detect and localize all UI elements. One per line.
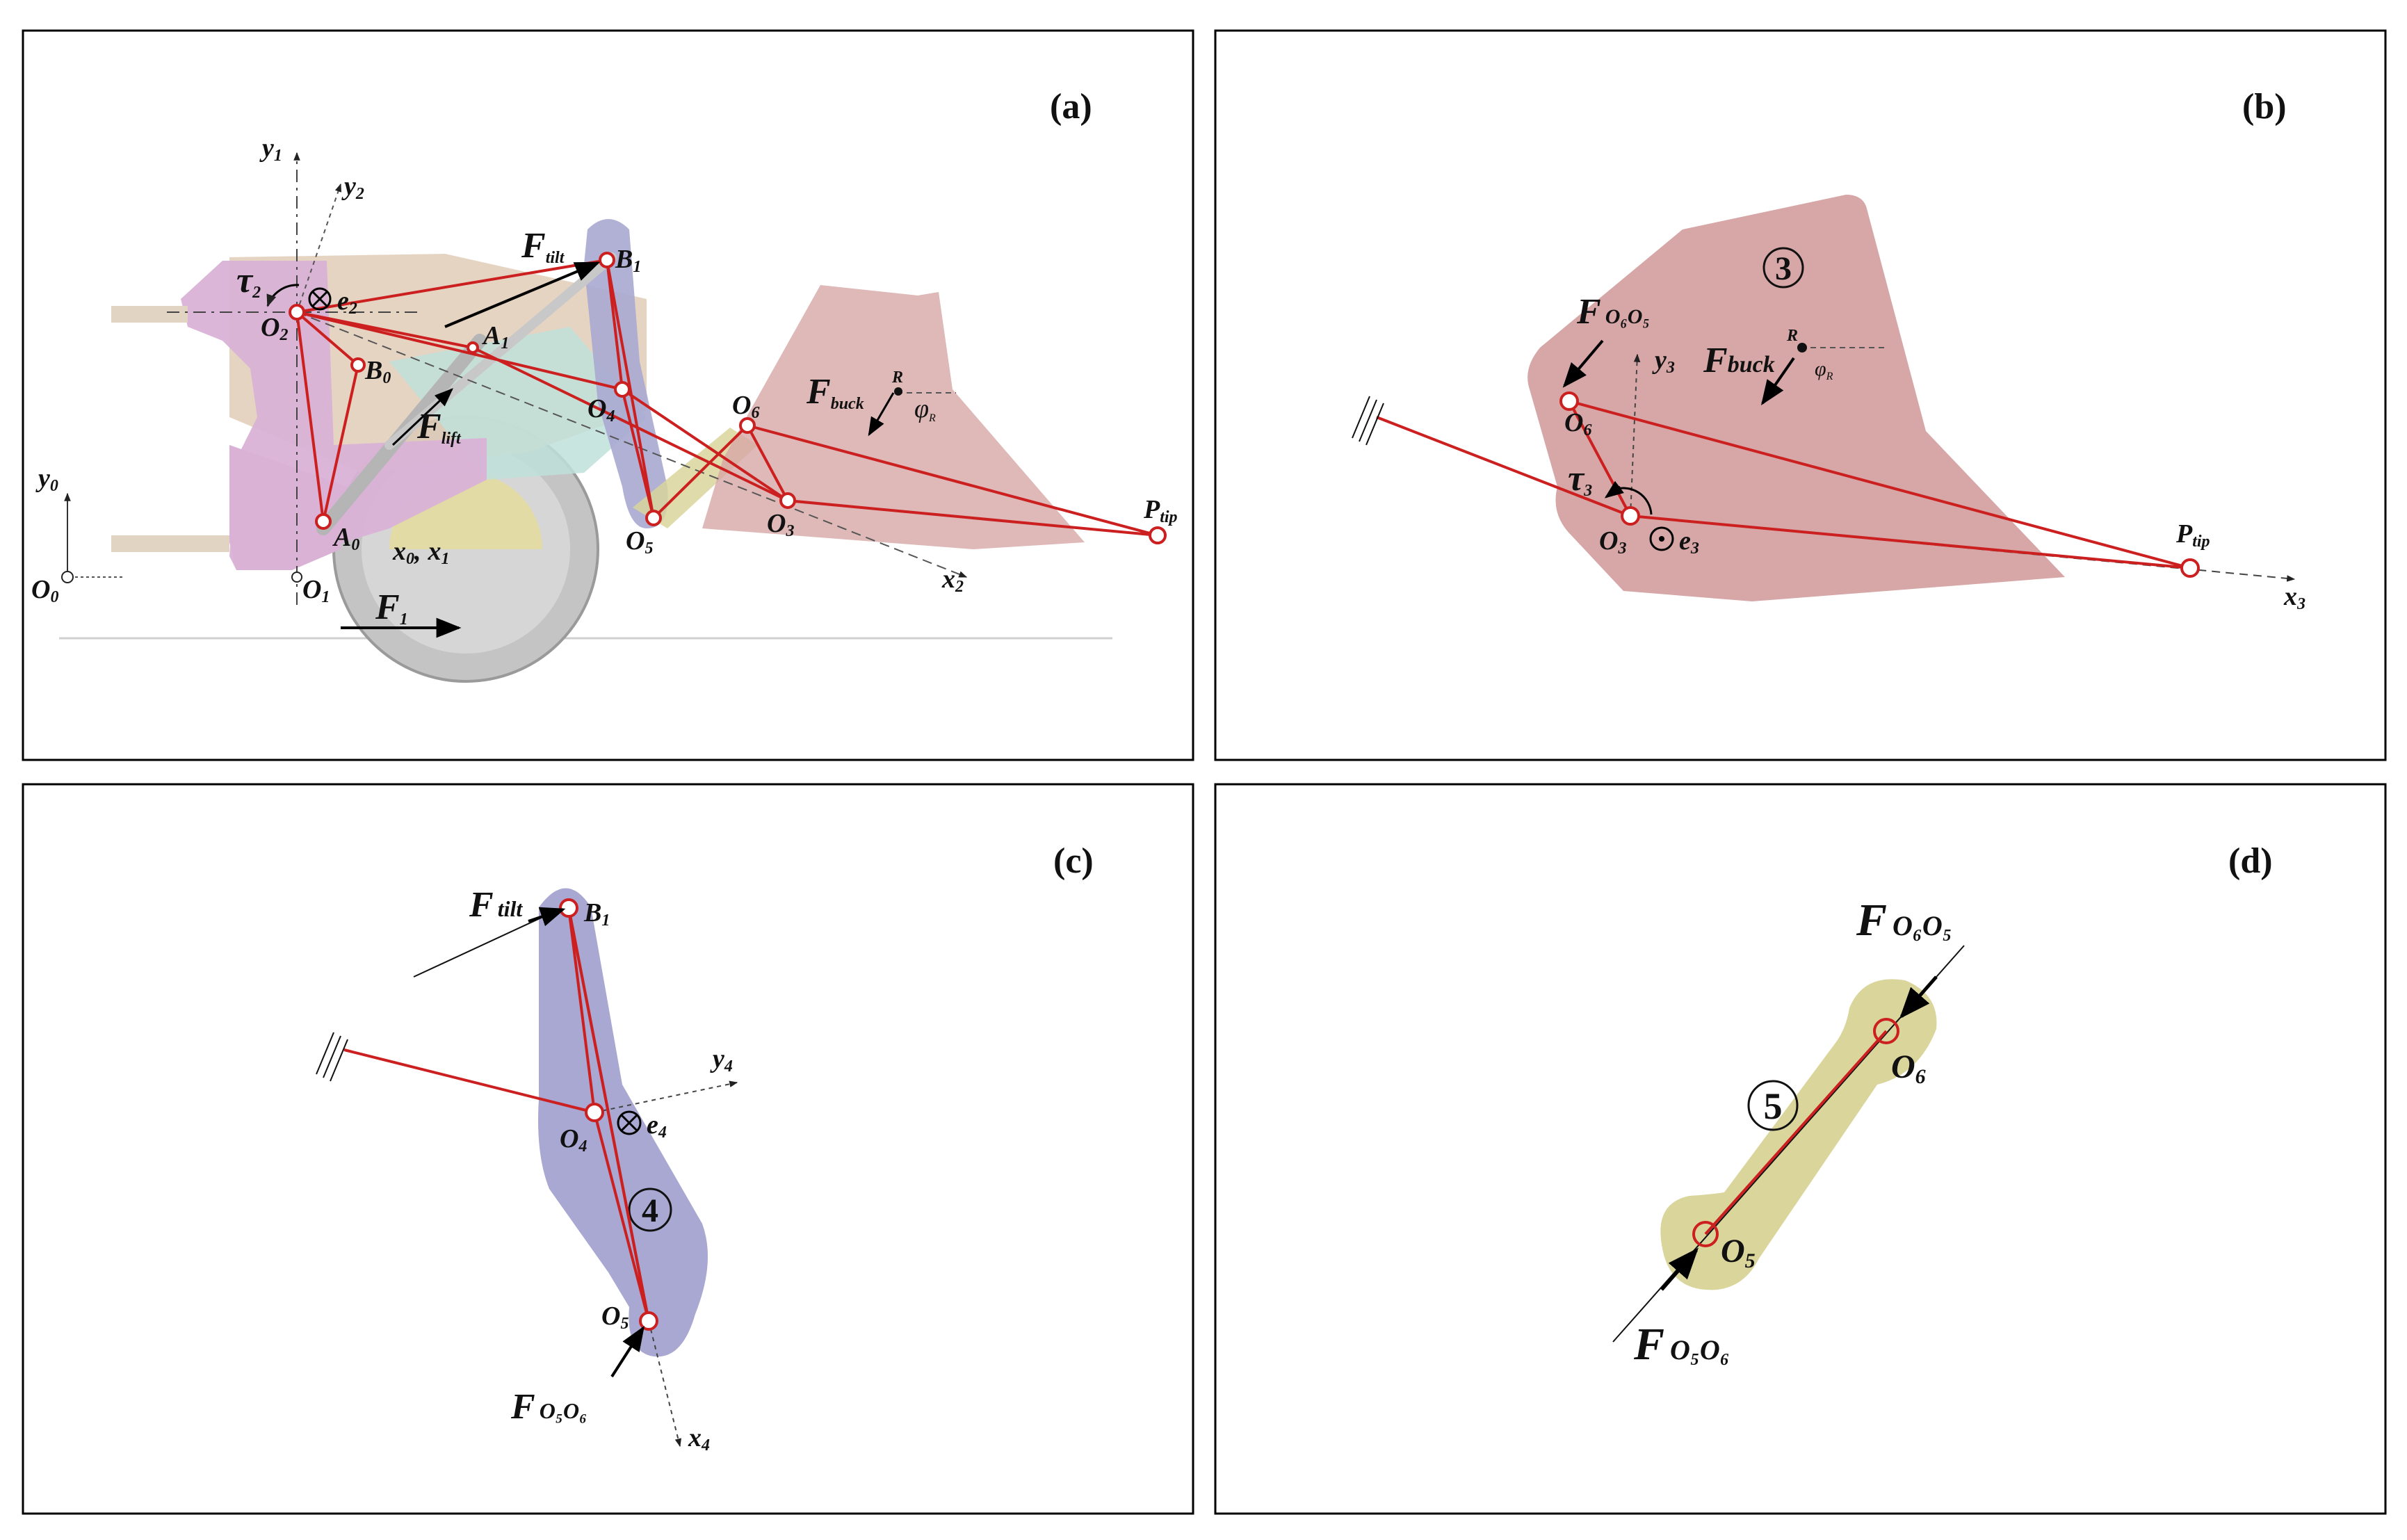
force-o5o6-arrow-d (1660, 1247, 1699, 1291)
label-x0-x1: x0,x1 (392, 537, 450, 568)
label-o4-c: O4 (560, 1124, 587, 1156)
label-phi-r: φR (914, 394, 936, 424)
label-e4: e4 (647, 1110, 667, 1142)
panel-a: (a) (22, 29, 1194, 761)
force-buck-arrow-b (1760, 357, 1795, 405)
point-r-dot-b (1797, 343, 1807, 352)
label-f-buck: Fbuck (806, 372, 864, 413)
label-x4: x4 (688, 1423, 710, 1454)
force-tilt-line-c (413, 910, 557, 978)
upper-stub (111, 306, 188, 323)
axis-x2 (296, 311, 968, 578)
label-f-buck-b: Fbuck (1703, 341, 1775, 380)
body-number-d: 5 (1764, 1085, 1783, 1127)
label-ptip: Ptip (1143, 495, 1178, 526)
joints-c (559, 898, 658, 1331)
force-tilt-arrow-c (528, 907, 566, 927)
force-o5o6-arrow-c (610, 1325, 645, 1378)
axis-y2 (296, 183, 342, 313)
label-a1: A1 (482, 321, 509, 352)
label-b0: B0 (364, 356, 391, 387)
label-f-lift: Flift (416, 407, 462, 448)
joint-o0 (61, 571, 74, 583)
force-o6o5-arrow-d (1899, 975, 1938, 1019)
linkage-b (1376, 400, 2191, 569)
label-o0: O0 (31, 575, 58, 606)
panel-c-label: (c) (1053, 841, 1094, 881)
body-number-c: 4 (642, 1192, 658, 1229)
label-ptip-b: Ptip (2175, 519, 2210, 551)
label-y3: y3 (1652, 346, 1675, 377)
label-o1: O1 (302, 575, 330, 606)
label-r: R (891, 368, 903, 387)
body-number-circle (1762, 247, 1804, 289)
force-buck-arrow (868, 392, 895, 437)
point-r-dot (894, 387, 902, 396)
label-tau3: τ3 (1568, 459, 1592, 500)
linkage-c (343, 907, 650, 1322)
label-o6-b: O6 (1564, 408, 1591, 439)
joint-o1 (291, 572, 302, 583)
label-y4: y4 (710, 1044, 733, 1076)
label-o2: O2 (261, 313, 288, 344)
label-o6-d: O6 (1891, 1048, 1926, 1088)
link-body (1660, 979, 1937, 1290)
joints-b (1559, 391, 2200, 578)
label-a0: A0 (332, 523, 359, 554)
ground-hatch-b (1352, 396, 1384, 446)
joints-a (289, 252, 1167, 544)
lower-stub (111, 535, 229, 552)
e4-symbol (617, 1110, 642, 1135)
panel-a-label: (a) (1050, 87, 1092, 127)
label-o5-c: O5 (601, 1302, 629, 1333)
panel-d-label: (d) (2228, 841, 2273, 881)
label-o5: O5 (626, 526, 653, 558)
body-number-circle-d (1747, 1080, 1799, 1131)
label-phi-r-b: φR (1815, 357, 1833, 382)
panel-b-label: (b) (2242, 87, 2287, 127)
force-o6o5-arrow (1562, 339, 1604, 388)
label-f1: F1 (375, 587, 408, 629)
label-o3: O3 (767, 509, 794, 540)
force-tilt-arrow (444, 261, 601, 328)
label-o6: O6 (732, 391, 759, 422)
label-y2: y2 (341, 172, 364, 203)
body-number-circle-c (628, 1188, 672, 1232)
label-f-tilt: Ftilt (521, 226, 565, 267)
label-b1: B1 (615, 245, 641, 276)
label-o4: O4 (587, 394, 615, 425)
label-e2: e2 (337, 286, 357, 318)
label-y1: y1 (259, 133, 282, 165)
label-y0: y0 (35, 464, 58, 495)
label-x3: x3 (2283, 582, 2305, 613)
force-lift-arrow (391, 388, 453, 446)
label-r-b: R (1786, 327, 1798, 345)
moment-tau3-arrow (1604, 480, 1624, 499)
label-o5-d: O5 (1721, 1233, 1756, 1272)
e2-symbol (308, 287, 332, 311)
joints-d (1692, 1018, 1899, 1247)
label-x2: x2 (941, 565, 964, 596)
e3-symbol (1649, 526, 1674, 551)
link-line-d (1704, 1030, 1888, 1235)
label-e3: e3 (1679, 526, 1699, 558)
ground-hatch-c (316, 1032, 348, 1082)
label-b1-c: B1 (583, 898, 610, 930)
bucket (702, 285, 1085, 549)
moment-tau2 (266, 284, 300, 307)
label-tau2: τ2 (236, 261, 261, 302)
label-o3-b: O3 (1599, 526, 1626, 558)
body-number: 3 (1775, 250, 1792, 287)
